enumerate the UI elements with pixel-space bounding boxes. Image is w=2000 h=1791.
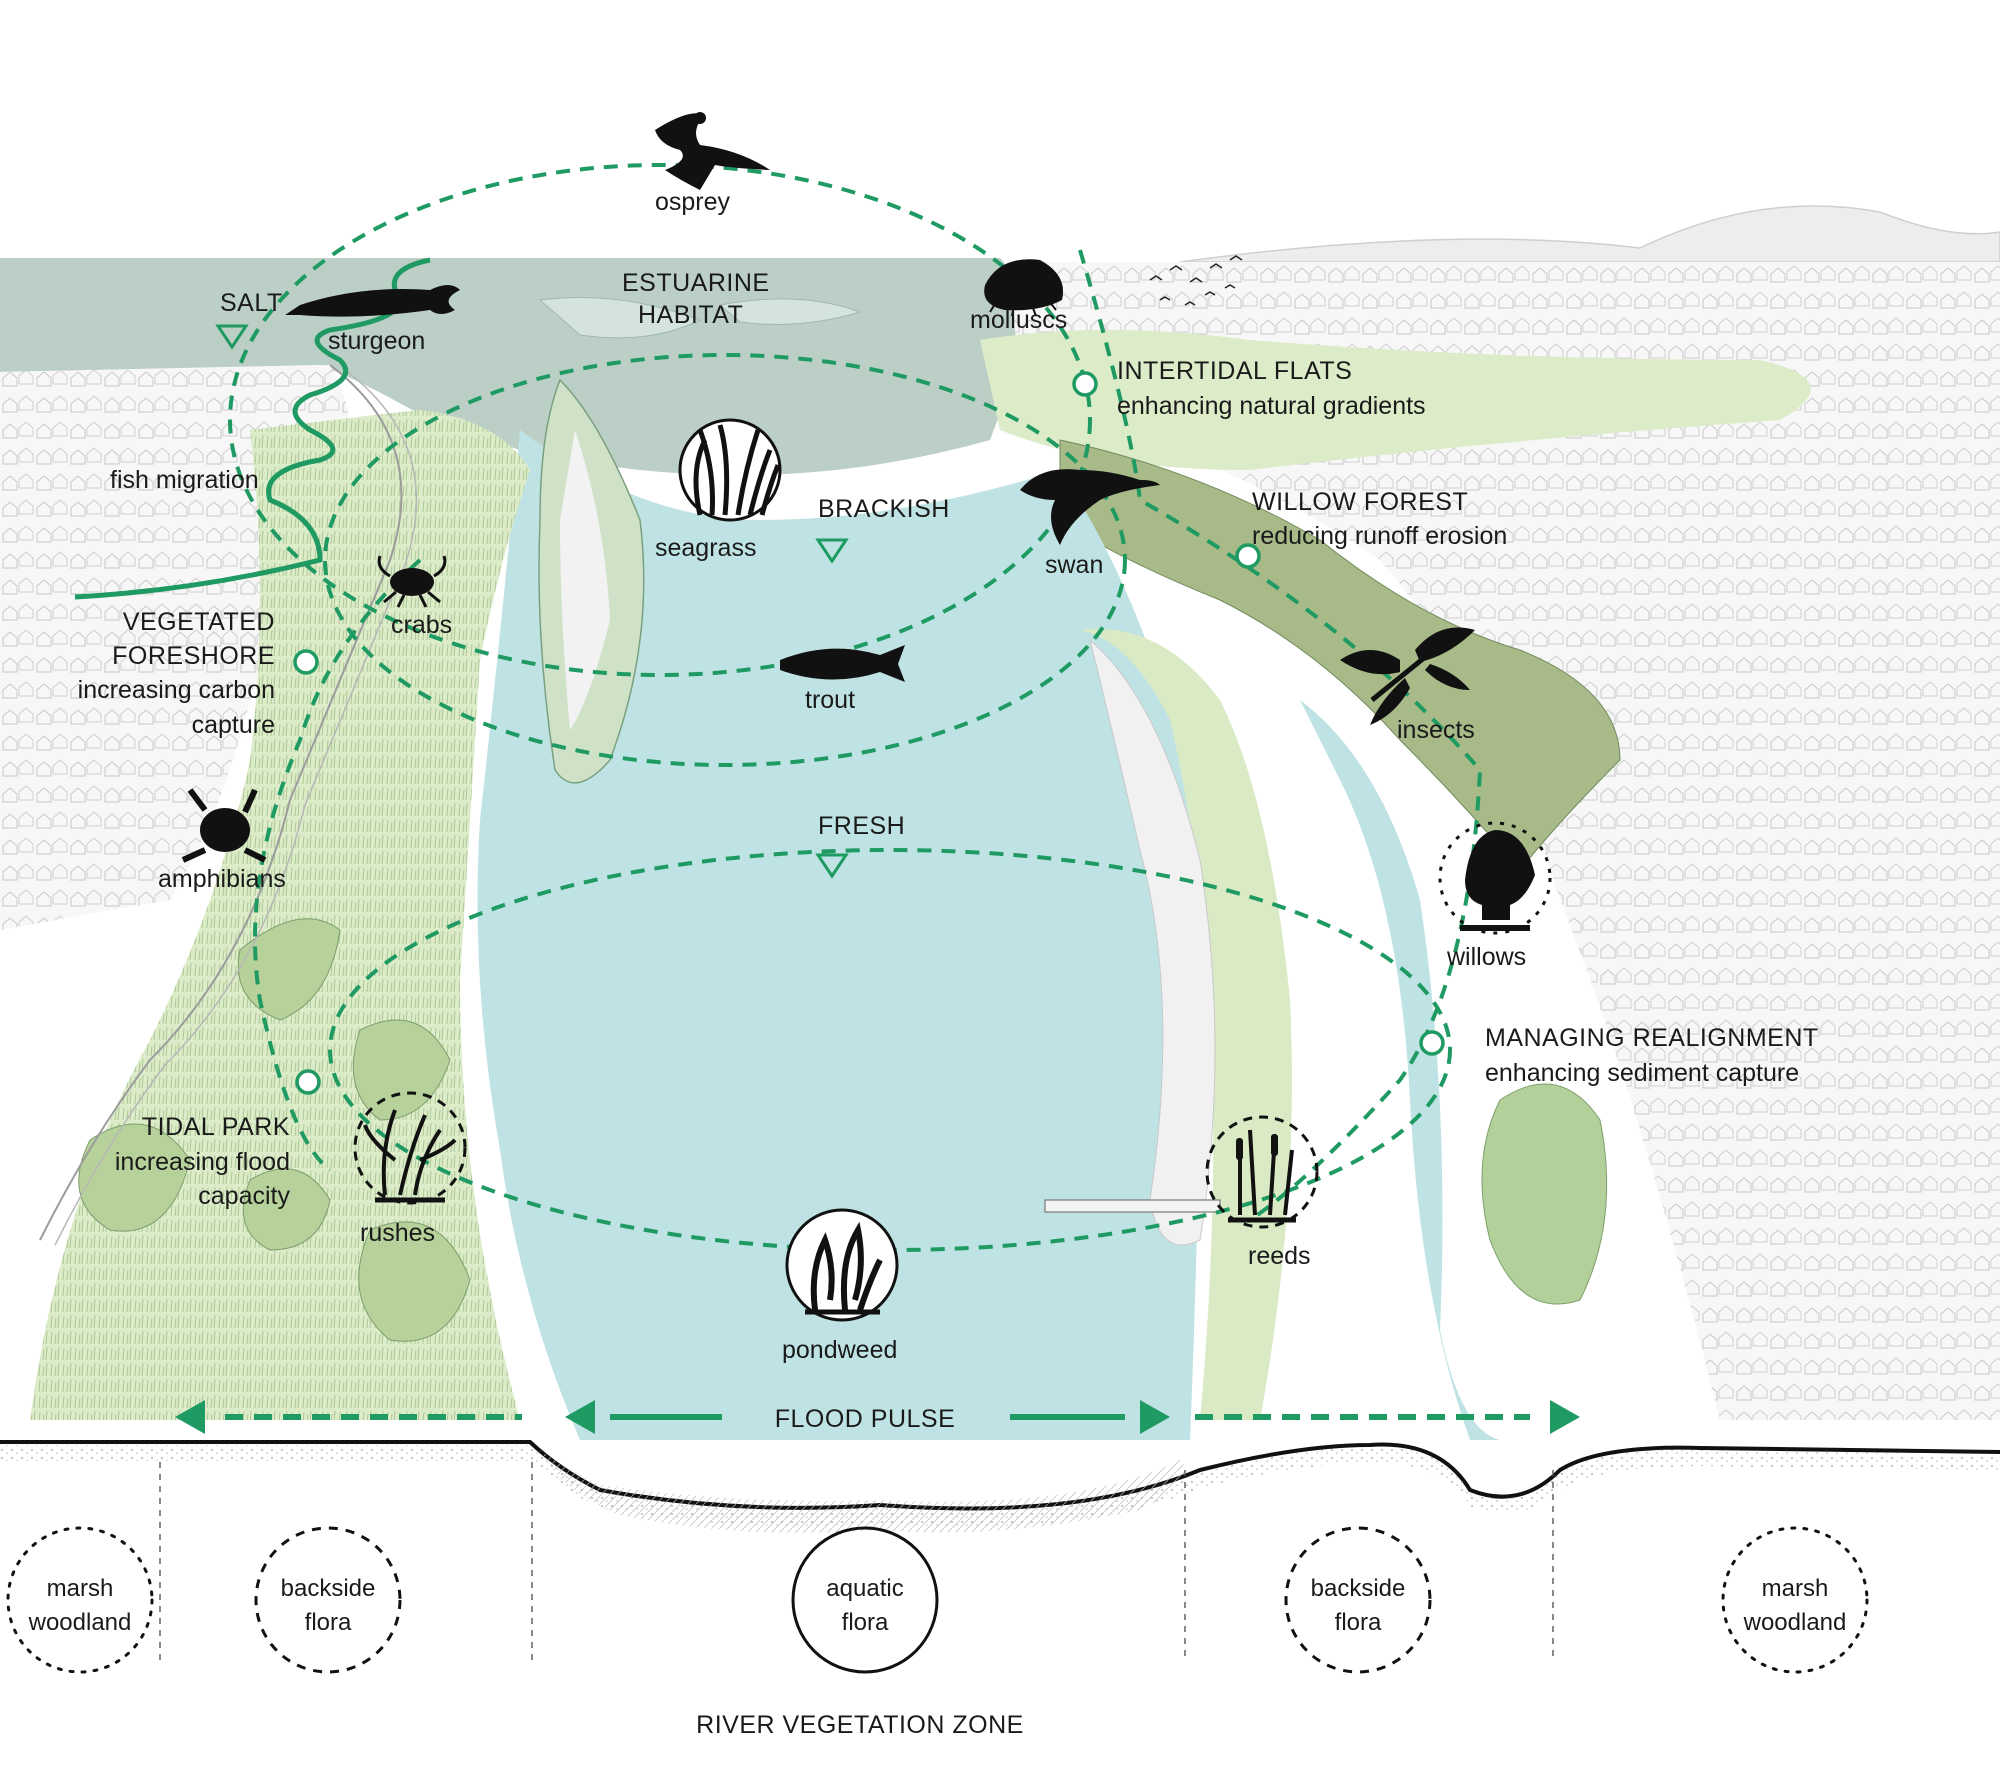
crabs-icon bbox=[377, 555, 447, 608]
zone-label-1a: marsh bbox=[47, 1575, 114, 1602]
right-channel bbox=[1300, 700, 1500, 1440]
pondweed-label: pondweed bbox=[782, 1336, 897, 1364]
arrow-right-outer-icon bbox=[1550, 1400, 1580, 1434]
insects-label: insects bbox=[1397, 716, 1475, 744]
swan-label: swan bbox=[1045, 551, 1103, 579]
estuarine-label-1: ESTUARINE bbox=[622, 269, 770, 297]
zone-label-2a: backside bbox=[281, 1575, 376, 1602]
molluscs-label: molluscs bbox=[970, 306, 1067, 334]
seagrass-label: seagrass bbox=[655, 534, 756, 562]
realignment-marker bbox=[1419, 1030, 1445, 1056]
zone-marsh-woodland-right bbox=[1721, 1526, 1869, 1674]
amphibians-label: amphibians bbox=[158, 865, 286, 893]
crabs-label: crabs bbox=[391, 611, 452, 639]
salt-level-icon bbox=[215, 324, 249, 350]
osprey-icon bbox=[655, 112, 770, 190]
vegetation-zone-circles bbox=[6, 1526, 1869, 1674]
willow-forest-area bbox=[1059, 439, 1621, 871]
intertidal-subtitle: enhancing natural gradients bbox=[1117, 392, 1426, 420]
flood-pulse-label: FLOOD PULSE bbox=[775, 1405, 956, 1433]
foreshore-sub-2: capture bbox=[192, 711, 275, 739]
willow-forest-subtitle: reducing runoff erosion bbox=[1252, 522, 1507, 550]
zone-label-3b: flora bbox=[842, 1609, 889, 1636]
foreshore-sub-1: increasing carbon bbox=[78, 676, 275, 704]
willow-forest-marker bbox=[1235, 543, 1261, 569]
zone-caption: RIVER VEGETATION ZONE bbox=[696, 1711, 1024, 1739]
zone-label-5b: woodland bbox=[1743, 1609, 1847, 1636]
salt-label: SALT bbox=[220, 289, 283, 317]
arrow-left-inner-icon bbox=[565, 1400, 595, 1434]
sturgeon-icon bbox=[285, 285, 460, 317]
rushes-label: rushes bbox=[360, 1219, 435, 1247]
intertidal-flats-area bbox=[980, 330, 1811, 470]
labels: SALT ESTUARINE HABITAT BRACKISH FRESH os… bbox=[28, 188, 1847, 1739]
zone-label-2b: flora bbox=[305, 1609, 352, 1636]
tidal-park-sub-1: increasing flood bbox=[115, 1148, 290, 1176]
intertidal-title: INTERTIDAL FLATS bbox=[1117, 357, 1352, 385]
realignment-subtitle: enhancing sediment capture bbox=[1485, 1059, 1799, 1087]
zone-label-5a: marsh bbox=[1762, 1575, 1829, 1602]
osprey-label: osprey bbox=[655, 188, 731, 216]
zone-label-1b: woodland bbox=[28, 1609, 132, 1636]
arrow-left-outer-icon bbox=[175, 1400, 205, 1434]
right-town bbox=[1010, 262, 2000, 1420]
zone-backside-flora-left bbox=[254, 1526, 402, 1674]
sturgeon-label: sturgeon bbox=[328, 327, 425, 355]
willow-forest-title: WILLOW FOREST bbox=[1252, 488, 1468, 516]
zone-backside-flora-right bbox=[1284, 1526, 1432, 1674]
tidal-park-marker bbox=[295, 1069, 321, 1095]
estuarine-loop bbox=[228, 163, 1092, 677]
fresh-label: FRESH bbox=[818, 812, 905, 840]
zone-label-4a: backside bbox=[1311, 1575, 1406, 1602]
reeds-icon bbox=[1205, 1115, 1319, 1229]
fish-migration-path bbox=[74, 257, 431, 600]
tidal-park-title: TIDAL PARK bbox=[142, 1113, 290, 1141]
right-bank-loop bbox=[1078, 249, 1483, 1222]
zone-label-4b: flora bbox=[1335, 1609, 1382, 1636]
brackish-level-icon bbox=[815, 538, 849, 564]
intertidal-marker bbox=[1072, 371, 1098, 397]
realignment-title: MANAGING REALIGNMENT bbox=[1485, 1024, 1819, 1052]
fresh-water bbox=[477, 430, 1200, 1440]
rushes-icon bbox=[353, 1091, 467, 1205]
intervention-markers bbox=[293, 371, 1445, 1095]
reeds-label: reeds bbox=[1248, 1242, 1311, 1270]
arrow-right-inner-icon bbox=[1140, 1400, 1170, 1434]
foreshore-marker bbox=[293, 649, 319, 675]
zone-marsh-woodland-left bbox=[6, 1526, 154, 1674]
flood-pulse-arrows bbox=[175, 1400, 1580, 1434]
water-level-markers bbox=[215, 324, 849, 879]
trout-icon bbox=[780, 645, 905, 682]
trout-label: trout bbox=[805, 686, 855, 714]
amphibians-icon bbox=[181, 788, 267, 863]
fish-migration-label: fish migration bbox=[110, 466, 259, 494]
willows-icon bbox=[1438, 821, 1552, 935]
birds-flock-icon bbox=[1149, 255, 1243, 306]
species-icons bbox=[181, 112, 1552, 1322]
zone-label-3a: aquatic bbox=[826, 1575, 903, 1602]
swan-icon bbox=[1020, 469, 1160, 545]
brackish-loop bbox=[323, 353, 1127, 767]
zone-aquatic-flora bbox=[791, 1526, 939, 1674]
estuarine-label-2: HABITAT bbox=[638, 301, 743, 329]
landscape bbox=[0, 205, 2000, 1660]
molluscs-icon bbox=[984, 259, 1064, 317]
tidal-park-sub-2: capacity bbox=[198, 1182, 290, 1210]
foreshore-title-1: VEGETATED bbox=[123, 608, 275, 636]
willows-label: willows bbox=[1446, 943, 1526, 971]
brackish-label: BRACKISH bbox=[818, 495, 950, 523]
fresh-level-icon bbox=[815, 853, 849, 879]
foreshore-title-2: FORESHORE bbox=[112, 642, 275, 670]
insects-icon bbox=[1340, 627, 1475, 725]
